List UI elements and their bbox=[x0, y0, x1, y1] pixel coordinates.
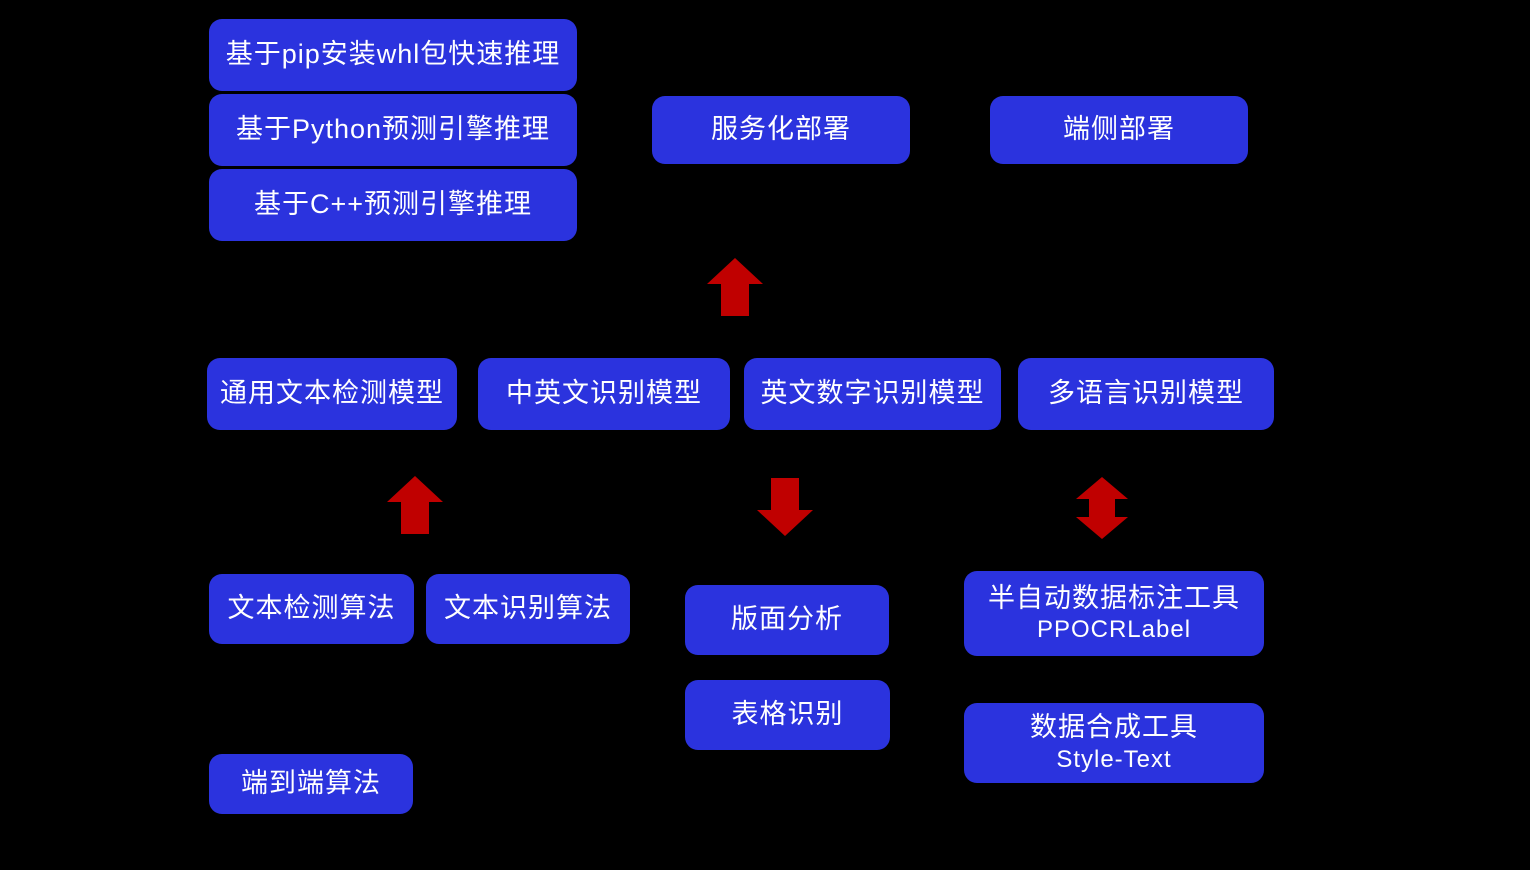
box-semi-auto-labeling-tool-sublabel: PPOCRLabel bbox=[1036, 616, 1192, 644]
up-arrow-icon bbox=[707, 258, 763, 316]
up-arrow-icon bbox=[387, 476, 443, 534]
box-table-recognition-label: 表格识别 bbox=[731, 699, 844, 730]
box-pip-whl-inference: 基于pip安装whl包快速推理 bbox=[209, 19, 577, 91]
box-python-engine-inference-label: 基于Python预测引擎推理 bbox=[235, 114, 551, 145]
box-edge-deployment-label: 端侧部署 bbox=[1063, 114, 1175, 145]
box-end-to-end-algorithm-label: 端到端算法 bbox=[241, 768, 381, 799]
box-multilingual-recognition-model: 多语言识别模型 bbox=[1018, 358, 1274, 430]
box-end-to-end-algorithm: 端到端算法 bbox=[209, 754, 413, 814]
box-data-synthesis-tool: 数据合成工具 Style-Text bbox=[964, 703, 1264, 783]
box-semi-auto-labeling-tool-label: 半自动数据标注工具 bbox=[988, 582, 1240, 613]
box-pip-whl-inference-label: 基于pip安装whl包快速推理 bbox=[225, 39, 561, 70]
box-serving-deployment: 服务化部署 bbox=[652, 96, 910, 164]
box-serving-deployment-label: 服务化部署 bbox=[711, 114, 851, 145]
down-arrow-icon bbox=[757, 478, 813, 536]
box-chinese-english-recognition-model: 中英文识别模型 bbox=[478, 358, 730, 430]
box-text-detection-algorithm: 文本检测算法 bbox=[209, 574, 414, 644]
box-table-recognition: 表格识别 bbox=[685, 680, 890, 750]
box-data-synthesis-tool-sublabel: Style-Text bbox=[1056, 745, 1172, 773]
box-text-detection-algorithm-label: 文本检测算法 bbox=[227, 593, 396, 624]
box-edge-deployment: 端侧部署 bbox=[990, 96, 1248, 164]
box-general-text-detection-model-label: 通用文本检测模型 bbox=[220, 378, 444, 409]
box-english-digit-recognition-model-label: 英文数字识别模型 bbox=[760, 378, 985, 409]
box-layout-analysis: 版面分析 bbox=[685, 585, 889, 655]
box-layout-analysis-label: 版面分析 bbox=[731, 604, 843, 635]
box-english-digit-recognition-model: 英文数字识别模型 bbox=[744, 358, 1001, 430]
box-semi-auto-labeling-tool: 半自动数据标注工具 PPOCRLabel bbox=[964, 571, 1264, 656]
box-multilingual-recognition-model-label: 多语言识别模型 bbox=[1048, 378, 1244, 409]
box-text-recognition-algorithm-label: 文本识别算法 bbox=[444, 593, 612, 624]
box-data-synthesis-tool-label: 数据合成工具 bbox=[1030, 712, 1198, 743]
box-cpp-engine-inference: 基于C++预测引擎推理 bbox=[209, 169, 577, 241]
box-chinese-english-recognition-model-label: 中英文识别模型 bbox=[506, 378, 702, 409]
box-text-recognition-algorithm: 文本识别算法 bbox=[426, 574, 630, 644]
box-general-text-detection-model: 通用文本检测模型 bbox=[207, 358, 457, 430]
box-python-engine-inference: 基于Python预测引擎推理 bbox=[209, 94, 577, 166]
up-down-arrow-icon bbox=[1076, 477, 1128, 539]
box-cpp-engine-inference-label: 基于C++预测引擎推理 bbox=[253, 189, 533, 220]
